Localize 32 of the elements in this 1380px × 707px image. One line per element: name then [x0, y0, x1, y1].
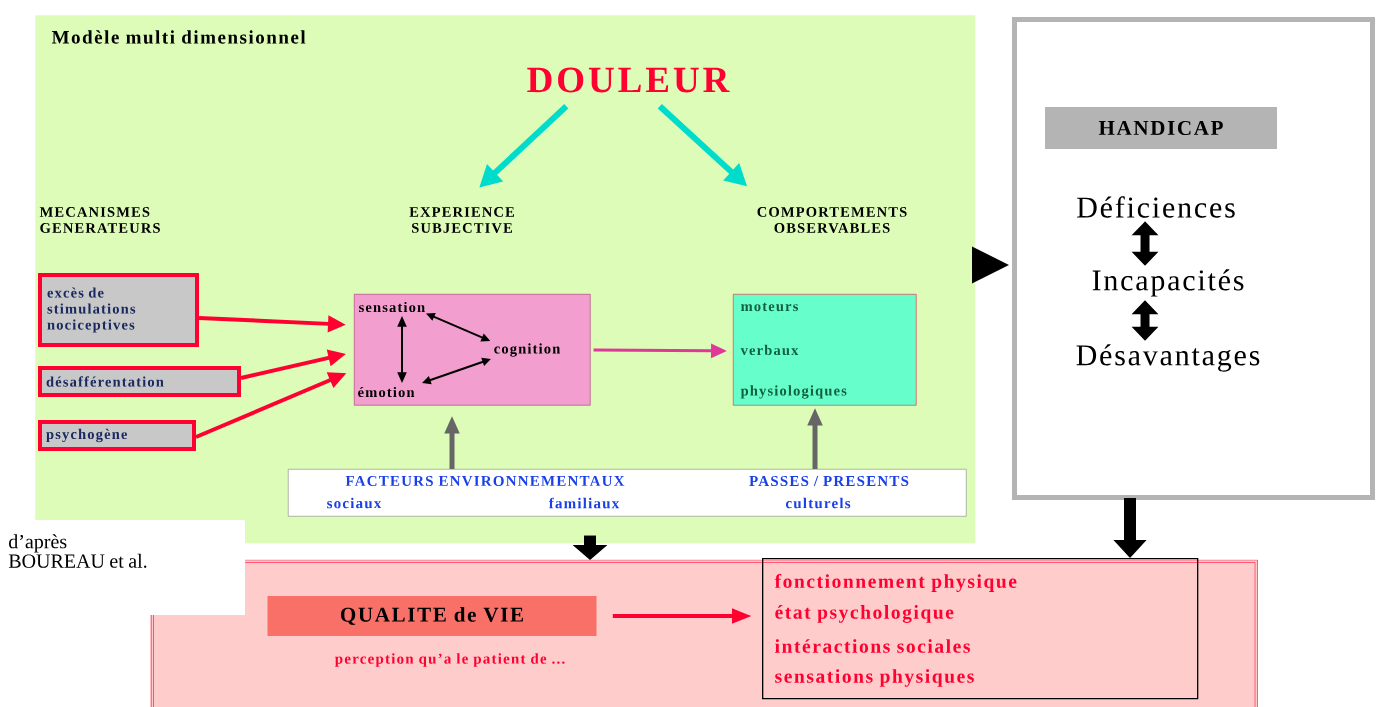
source-note: d’après BOUREAU et al. [0, 520, 245, 615]
section-heading: COMPORTEMENTS OBSERVABLES [757, 207, 907, 233]
experience-word: sensation [359, 301, 425, 313]
experience-word: cognition [494, 343, 561, 357]
column-heading: MECANISMES GENERATEURS [39, 207, 160, 233]
cause-box: psychogène [38, 420, 196, 451]
handicap-word: Incapacités [1092, 269, 1244, 297]
factor-word: sociaux [327, 497, 382, 509]
quality-item: état psychologique [775, 605, 954, 623]
handicap-frame [1012, 17, 1375, 500]
quality-item: intéractions sociales [775, 639, 970, 653]
factor-heading: PASSES / PRESENTS [749, 475, 909, 487]
handicap-word: Déficiences [1077, 196, 1235, 218]
quality-heading: QUALITE de VIE [267, 596, 597, 636]
behaviour-word: verbaux [740, 344, 799, 356]
behaviour-word: physiologiques [740, 385, 847, 399]
experience-box [354, 294, 591, 406]
handicap-heading: HANDICAP [1045, 107, 1277, 149]
quality-item: fonctionnement physique [774, 574, 1017, 592]
experience-word: émotion [358, 386, 415, 398]
section-heading: EXPERIENCE SUBJECTIVE [409, 207, 514, 233]
factor-heading: FACTEURS ENVIRONNEMENTAUX [345, 475, 625, 487]
factor-word: familiaux [548, 497, 620, 509]
quality-item: sensations physiques [775, 669, 974, 687]
panel-heading: Modèle multi dimensionnel [51, 30, 306, 44]
behaviour-word: moteurs [741, 302, 798, 312]
cause-box: excès de stimulations nociceptives [38, 273, 199, 347]
handicap-word: Désavantages [1076, 344, 1260, 372]
factor-word: culturels [785, 497, 851, 509]
cause-box: désafférentation [38, 366, 241, 397]
pain-heading: DOULEUR [527, 67, 730, 93]
quality-note: perception qu’a le patient de ... [334, 653, 565, 667]
